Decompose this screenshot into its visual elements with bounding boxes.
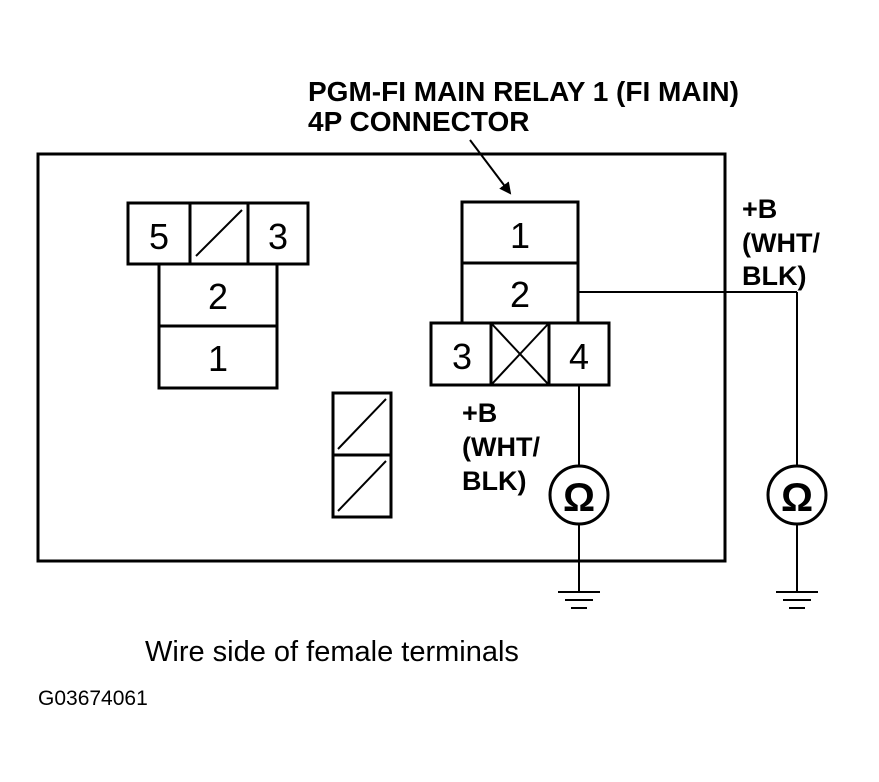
- probe-terminal-2: Ω: [578, 291, 828, 609]
- relay-connector: 1 2 3 4: [429, 200, 611, 387]
- left-connector: 5 3 2 1: [126, 201, 310, 390]
- ohm-icon: Ω: [781, 476, 813, 520]
- title-line-2: 4P CONNECTOR: [308, 106, 529, 137]
- wire-label-terminal-4: +B (WHT/ BLK): [462, 398, 540, 496]
- pin-label-2: 2: [208, 276, 228, 317]
- pin-label-5: 5: [149, 216, 169, 257]
- wire-label-line-3: BLK): [742, 261, 806, 291]
- wire-label-line-1: +B: [462, 398, 497, 428]
- wire-label-line-2: (WHT/: [742, 228, 820, 258]
- left-cell-2: [157, 262, 279, 328]
- ohm-icon: Ω: [563, 476, 595, 520]
- pin-label-2: 2: [510, 274, 530, 315]
- title-pointer-arrow: [469, 139, 512, 195]
- wire-label-terminal-2: +B (WHT/ BLK): [742, 194, 820, 291]
- blank-slash: [195, 209, 243, 257]
- pin-label-1: 1: [510, 215, 530, 256]
- blank-slash: [337, 398, 387, 450]
- wire-label-line-1: +B: [742, 194, 777, 224]
- diagram-caption: Wire side of female terminals: [145, 636, 519, 668]
- pin-label-3: 3: [268, 216, 288, 257]
- ground-icon: [776, 591, 818, 609]
- blocked-cross: [490, 322, 550, 386]
- wire-label-line-3: BLK): [462, 466, 526, 496]
- probe-terminal-4: Ω: [548, 385, 610, 609]
- relay-cell-2: [460, 261, 580, 325]
- blank-connector: [331, 391, 393, 519]
- left-cell-3: [246, 201, 310, 266]
- blank-slash: [337, 460, 387, 512]
- pin-label-3: 3: [452, 336, 472, 377]
- connector-frame: [36, 152, 727, 563]
- left-cell-1: [157, 324, 279, 390]
- pin-label-4: 4: [569, 336, 589, 377]
- title-line-1: PGM-FI MAIN RELAY 1 (FI MAIN): [308, 76, 739, 107]
- figure-code: G03674061: [38, 687, 148, 710]
- ground-icon: [558, 591, 600, 609]
- pin-label-1: 1: [208, 338, 228, 379]
- wire-label-line-2: (WHT/: [462, 432, 540, 462]
